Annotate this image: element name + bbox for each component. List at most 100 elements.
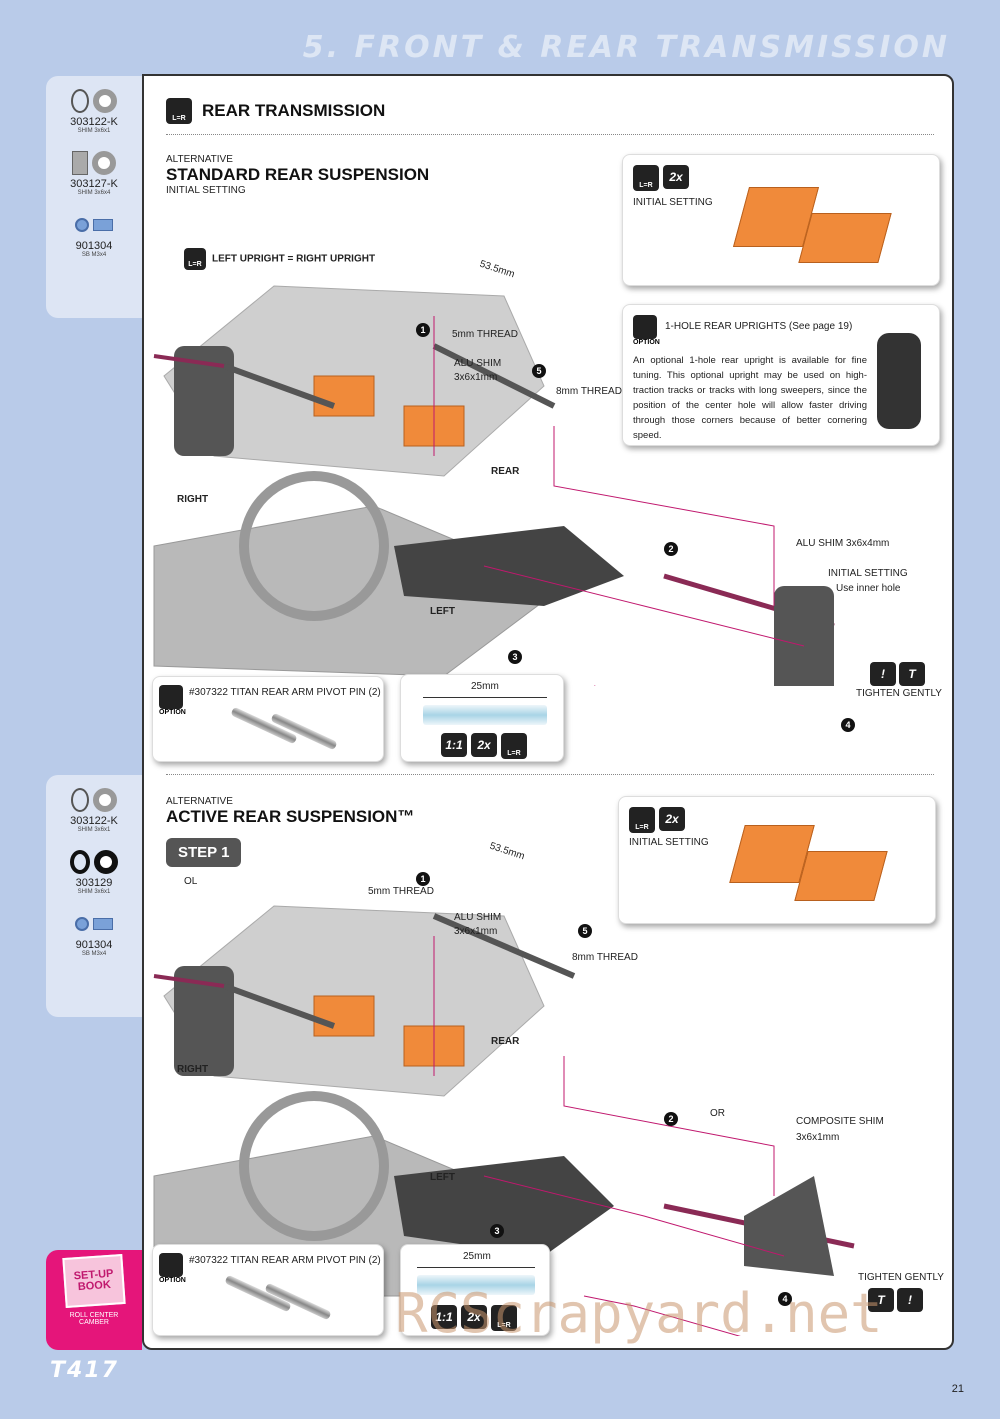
step-number-1: 1 [416, 872, 430, 886]
right-label: RIGHT [177, 1064, 209, 1075]
alu-shim-label: ALU SHIM [454, 912, 502, 923]
guide-line [483, 1175, 785, 1257]
composite-shim-size-label: 3x6x1mm [796, 1132, 840, 1143]
part-item: 303127-K SHIM 3x6x4 [46, 148, 142, 196]
shim-dark-icon [46, 847, 142, 877]
icons-row: 1:1 2x L=R [441, 733, 527, 759]
left-label: LEFT [430, 1172, 455, 1183]
part-code: 303127-K [70, 178, 118, 190]
setup-book-icon: SET-UP BOOK [62, 1253, 126, 1309]
warning-icons: T ! [868, 1288, 923, 1312]
pin-length-box: 25mm 1:1 2x L=R [400, 1244, 550, 1336]
guide-line [483, 565, 805, 647]
hex-tool-icon: T [868, 1288, 894, 1312]
page-number: 21 [951, 1383, 964, 1395]
left-arm-shape [394, 526, 624, 606]
left-arm-shape [394, 1156, 614, 1256]
main-panel: L=R REAR TRANSMISSION ALTERNATIVE STANDA… [142, 74, 954, 1350]
alternative-label: ALTERNATIVE [166, 796, 233, 807]
step-number-2: 2 [664, 542, 678, 556]
t417-logo: T417 [50, 1358, 119, 1383]
pin-length-label: 25mm [471, 681, 499, 692]
composite-shim-label: COMPOSITE SHIM [796, 1116, 884, 1127]
or-label: OR [710, 1108, 725, 1119]
step-number-1: 1 [416, 323, 430, 337]
step-number-4: 4 [841, 718, 855, 732]
option-label: OPTION [159, 1277, 186, 1284]
left-equals-right-icon: L=R [629, 807, 655, 833]
pin-length-label: 25mm [463, 1251, 491, 1262]
part-item: 901304 SB M3x4 [46, 909, 142, 957]
warning-icon: ! [870, 662, 896, 686]
step-number-4: 4 [778, 1292, 792, 1306]
option-icon-group: OPTION [159, 1253, 186, 1284]
alu-shim-size-label: 3x6x1mm [454, 926, 498, 937]
left-equals-right-icon: L=R [633, 165, 659, 191]
alu-shim-2-label: ALU SHIM 3x6x4mm [796, 538, 890, 549]
step-badge: STEP 1 [166, 838, 242, 867]
pin-option-label: #307322 TITAN REAR ARM PIVOT PIN (2) [189, 1255, 381, 1266]
guide-line [553, 426, 775, 606]
turnbuckle-loose-shape [432, 343, 556, 409]
pin-option-label: #307322 TITAN REAR ARM PIVOT PIN (2) [189, 687, 381, 698]
thumbs-up-icon [159, 685, 183, 709]
rear-label: REAR [491, 466, 520, 477]
active-title: ACTIVE REAR SUSPENSION™ [166, 807, 415, 826]
turnbuckle-shape [222, 983, 336, 1029]
part-item: 303129 SHIM 3x6x1 [46, 847, 142, 895]
section-title: L=R REAR TRANSMISSION [166, 98, 385, 124]
hinge-block-shape [313, 375, 375, 417]
section-title-text: REAR TRANSMISSION [202, 101, 386, 120]
active-heading: ALTERNATIVE ACTIVE REAR SUSPENSION™ [166, 796, 414, 827]
part-desc: SHIM 3x6x1 [77, 827, 111, 833]
parts-sidebar-bottom: 303122-K SHIM 3x6x1 303129 SHIM 3x6x1 90… [46, 775, 142, 1017]
icons-row: 1:1 2x L=R [431, 1305, 517, 1331]
scale-icon: 1:1 [431, 1305, 457, 1329]
option-label: OPTION [159, 709, 186, 716]
thread-8-label: 8mm THREAD [572, 952, 638, 963]
pin-option-box: OPTION #307322 TITAN REAR ARM PIVOT PIN … [152, 1244, 384, 1336]
hinge-block-shape [313, 995, 375, 1037]
quantity-icon: 2x [461, 1305, 487, 1329]
alu-shim-label: ALU SHIM [454, 358, 502, 369]
left-equals-right-icon: L=R [166, 98, 192, 124]
part-code: 303129 [75, 877, 113, 889]
screw-icon [46, 909, 142, 939]
step-number-2: 2 [664, 1112, 678, 1126]
spur-gear-shape [239, 471, 389, 621]
part-desc: SHIM 3x6x1 [77, 889, 111, 895]
left-equals-right-icon: L=R [491, 1305, 517, 1331]
left-upright-shape [774, 586, 834, 686]
option-text: An optional 1-hole rear upright is avail… [633, 355, 867, 441]
icons-row: L=R 2x [629, 807, 685, 833]
quantity-icon: 2x [471, 733, 497, 757]
part-desc: SHIM 3x6x1 [77, 128, 111, 134]
setup-book-tab[interactable]: SET-UP BOOK ROLL CENTER CAMBER [46, 1250, 142, 1350]
quantity-icon: 2x [659, 807, 685, 831]
screw-icon [46, 210, 142, 240]
right-upright-shape [174, 966, 234, 1076]
pivot-pin-scale-icon [417, 1275, 535, 1295]
thread-5-label: 5mm THREAD [368, 886, 434, 897]
step-number-5: 5 [578, 924, 592, 938]
left-equals-right-icon: L=R [184, 248, 206, 270]
icons-row: L=R 2x [633, 165, 689, 191]
left-label: LEFT [430, 606, 455, 617]
alu-shim-size-label: 3x6x1mm [454, 372, 498, 383]
thread-8-label: 8mm THREAD [556, 386, 622, 397]
spur-gear-shape [239, 1091, 389, 1241]
scale-icon: 1:1 [441, 733, 467, 757]
warning-icon: ! [897, 1288, 923, 1312]
part-desc: SHIM 3x6x4 [77, 190, 111, 196]
pivot-pin-scale-icon [423, 705, 547, 725]
dimension-label: 53.5mm [488, 840, 526, 863]
active-upright-shape [744, 1176, 834, 1276]
part-item: 303122-K SHIM 3x6x1 [46, 86, 142, 134]
part-item: 901304 SB M3x4 [46, 210, 142, 258]
option-icon-group: OPTION [633, 315, 660, 346]
step-number-3: 3 [508, 650, 522, 664]
shim-ring-icon [46, 86, 142, 116]
option-title: 1-HOLE REAR UPRIGHTS (See page 19) [665, 321, 853, 332]
standard-heading: ALTERNATIVE STANDARD REAR SUSPENSION INI… [166, 154, 429, 196]
